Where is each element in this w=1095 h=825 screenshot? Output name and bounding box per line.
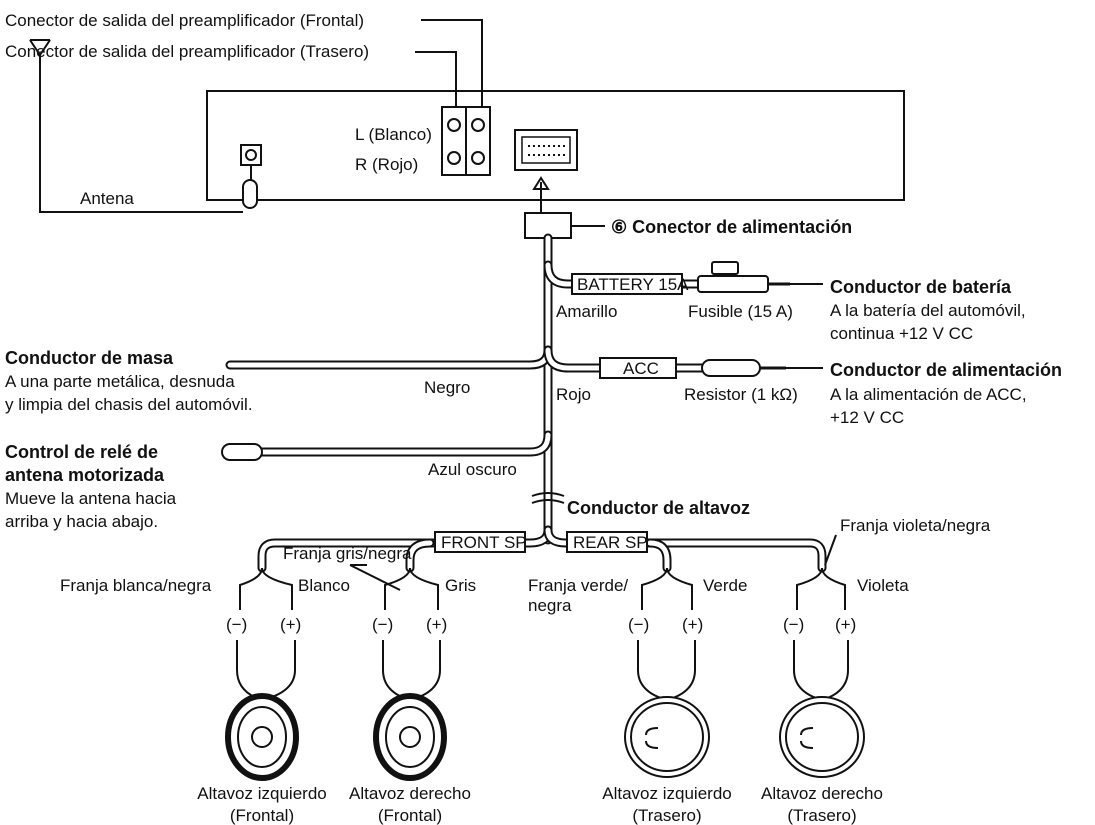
l-blanco-label: L (Blanco) <box>355 125 432 144</box>
rear-sp-text: REAR SP <box>573 533 648 552</box>
cond-alim-desc-1: A la alimentación de ACC, <box>830 385 1027 404</box>
antenna-control-plug <box>221 443 263 461</box>
speaker-front-right-icon <box>373 693 447 781</box>
fusible-label: Fusible (15 A) <box>688 302 793 321</box>
speaker-rear-right-icon <box>779 696 865 778</box>
violeta-label: Violeta <box>857 576 909 595</box>
battery-tag <box>571 273 683 295</box>
verde-label: Verde <box>703 576 747 595</box>
preamp-front-label: Conector de salida del preamplificador (… <box>5 11 364 30</box>
rear-speaker-harness <box>543 525 827 573</box>
plus-label: (+) <box>682 615 703 634</box>
franja-verde-label-1: Franja verde/ <box>528 576 628 595</box>
resistor-label: Resistor (1 kΩ) <box>684 385 798 404</box>
cond-masa-desc-2: y limpia del chasis del automóvil. <box>5 395 253 414</box>
antenna-jack <box>240 144 262 209</box>
cond-bateria-desc-2: continua +12 V CC <box>830 324 973 343</box>
speaker-rear-left-icon <box>624 696 710 778</box>
franja-violeta-negra-label: Franja violeta/negra <box>840 516 991 535</box>
control-rele-desc-2: arriba y hacia abajo. <box>5 512 158 531</box>
polarity-labels: (−) (+) (−) (+) (−) (+) (−) (+) <box>226 615 856 634</box>
cond-alim-desc-2: +12 V CC <box>830 408 904 427</box>
antenna-control-wire <box>257 430 553 457</box>
amarillo-label: Amarillo <box>556 302 617 321</box>
front-sp-tag <box>434 531 526 553</box>
franja-gris-negra-label: Franja gris/negra <box>283 544 412 563</box>
power-socket <box>514 129 578 171</box>
minus-label: (−) <box>628 615 649 634</box>
blanco-label: Blanco <box>298 576 350 595</box>
altavoz-front-right-pos: (Frontal) <box>378 806 442 825</box>
preamp-rear-leader <box>415 51 457 108</box>
front-sp-text: FRONT SP <box>441 533 527 552</box>
minus-label: (−) <box>226 615 247 634</box>
plus-label: (+) <box>280 615 301 634</box>
preamp-front-leader <box>421 19 483 108</box>
plus-label: (+) <box>835 615 856 634</box>
altavoz-front-right-label: Altavoz derecho <box>349 784 471 803</box>
control-rele-title-2: antena motorizada <box>5 465 165 485</box>
minus-label: (−) <box>783 615 804 634</box>
azul-oscuro-label: Azul oscuro <box>428 460 517 479</box>
battery-tag-text: BATTERY 15A <box>577 275 689 294</box>
resistor <box>701 359 823 377</box>
r-rojo-label: R (Rojo) <box>355 155 418 174</box>
cond-bateria-title: Conductor de batería <box>830 277 1012 297</box>
cond-alim-title: Conductor de alimentación <box>830 360 1062 380</box>
altavoz-rear-right-label: Altavoz derecho <box>761 784 883 803</box>
plus-label: (+) <box>426 615 447 634</box>
altavoz-rear-right-pos: (Trasero) <box>787 806 856 825</box>
altavoz-rear-left-pos: (Trasero) <box>632 806 701 825</box>
cond-masa-title: Conductor de masa <box>5 348 174 368</box>
cond-masa-desc-1: A una parte metálica, desnuda <box>5 372 235 391</box>
gris-label: Gris <box>445 576 476 595</box>
altavoz-rear-left-label: Altavoz izquierdo <box>602 784 731 803</box>
rojo-label: Rojo <box>556 385 591 404</box>
power-connector-label: ⑥ Conector de alimentación <box>611 217 852 237</box>
acc-tag-text: ACC <box>623 359 659 378</box>
franja-blanca-negra-label: Franja blanca/negra <box>60 576 212 595</box>
speaker-front-left-icon <box>225 693 299 781</box>
cond-bateria-desc-1: A la batería del automóvil, <box>830 301 1026 320</box>
violeta-stripe-leader <box>824 534 837 566</box>
cond-altavoz-title: Conductor de altavoz <box>567 498 750 518</box>
rca-jacks <box>441 106 491 176</box>
altavoz-front-left-label: Altavoz izquierdo <box>197 784 326 803</box>
antena-label: Antena <box>80 189 134 208</box>
rear-sp-tag <box>566 531 648 553</box>
insert-arrow <box>532 176 550 214</box>
antenna-icon <box>29 39 243 213</box>
negro-label: Negro <box>424 378 470 397</box>
control-rele-title-1: Control de relé de <box>5 442 158 462</box>
cable-break <box>531 492 565 504</box>
franja-verde-label-2: negra <box>528 596 572 615</box>
minus-label: (−) <box>372 615 393 634</box>
altavoz-front-left-pos: (Frontal) <box>230 806 294 825</box>
preamp-rear-label: Conector de salida del preamplificador (… <box>5 42 369 61</box>
control-rele-desc-1: Mueve la antena hacia <box>5 489 177 508</box>
gris-stripe-leader <box>349 564 401 591</box>
acc-tag <box>599 357 677 379</box>
fuse-holder <box>697 261 823 293</box>
